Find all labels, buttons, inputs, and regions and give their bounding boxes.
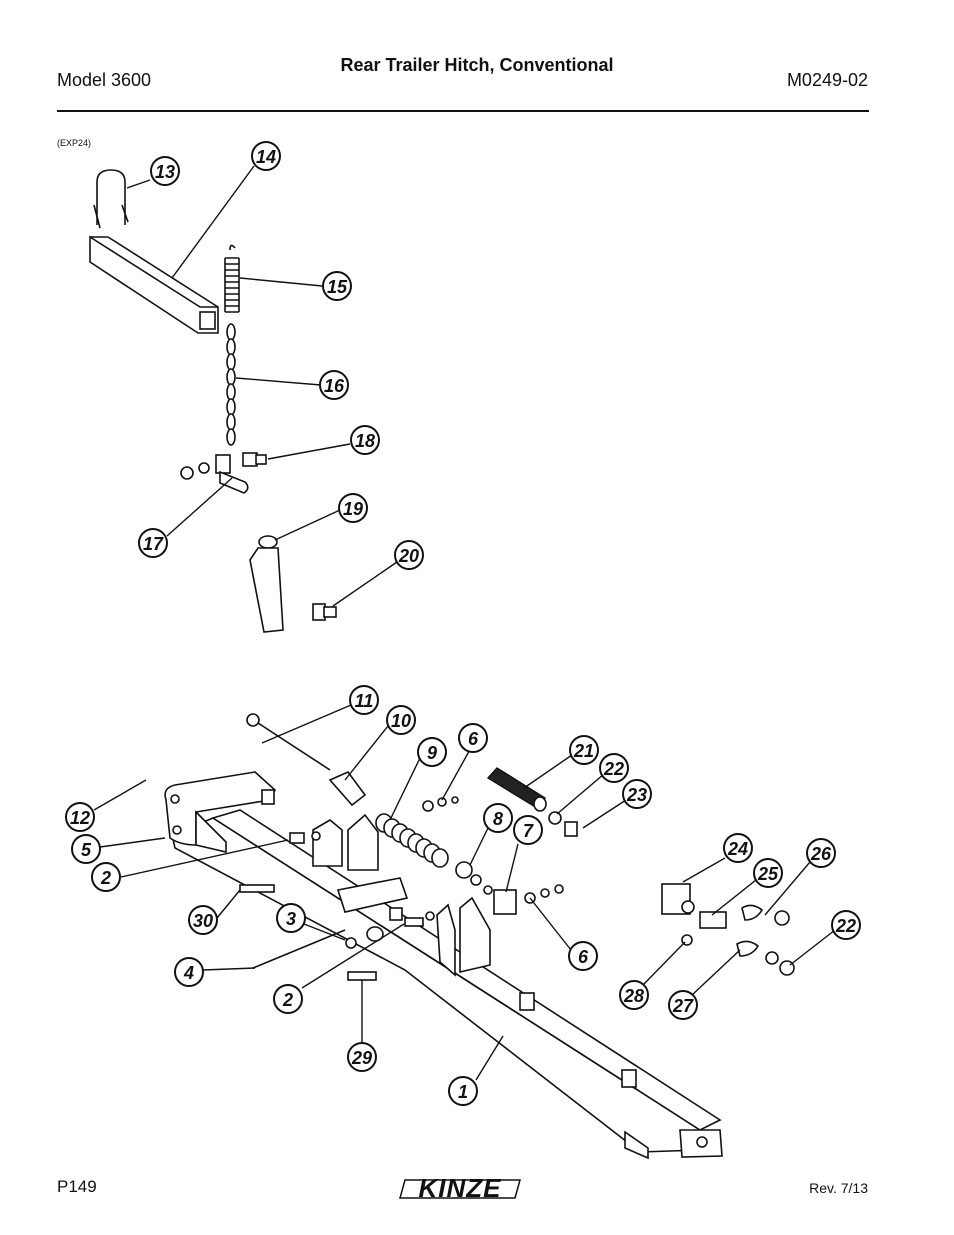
callout-label: 21	[573, 741, 594, 761]
callout-label: 22	[835, 916, 856, 936]
callout-24: 24	[723, 833, 753, 863]
jack-arm-part	[249, 535, 284, 633]
callout-leaders	[93, 165, 836, 1081]
callout-label: 13	[155, 162, 175, 182]
callout-label: 9	[427, 743, 437, 763]
callout-label: 4	[183, 963, 194, 983]
chain-bracket-part	[180, 452, 267, 494]
callout-4: 4	[174, 957, 204, 987]
figure-id: (EXP24)	[57, 138, 92, 148]
callout-label: 27	[672, 996, 694, 1016]
callout-5: 5	[71, 834, 101, 864]
callout-2: 2	[91, 862, 121, 892]
callout-28: 28	[619, 980, 649, 1010]
header-rule	[57, 110, 869, 112]
long-pin-part	[246, 713, 331, 771]
callout-label: 30	[193, 911, 213, 931]
square-tube-part	[89, 235, 219, 334]
callout-label: 18	[355, 431, 375, 451]
callout-9: 9	[417, 737, 447, 767]
callout-6: 6	[568, 941, 598, 971]
u-bolt-part	[93, 169, 129, 229]
spring-part	[224, 244, 240, 313]
callout-label: 14	[256, 147, 276, 167]
page-title: Rear Trailer Hitch, Conventional	[340, 55, 614, 75]
callout-26: 26	[806, 838, 836, 868]
brand-logo: KINZE	[399, 1173, 521, 1203]
mount-plate-part	[164, 771, 276, 854]
callout-10: 10	[386, 705, 416, 735]
callout-label: 22	[603, 759, 624, 779]
callout-3: 3	[276, 903, 306, 933]
document-number: M0249-02	[786, 70, 868, 90]
callout-7: 7	[513, 815, 543, 845]
callout-label: 6	[468, 729, 479, 749]
callout-20: 20	[394, 540, 424, 570]
callout-14: 14	[251, 141, 281, 171]
hitch-bracket-parts	[312, 813, 491, 977]
callout-label: 29	[351, 1048, 372, 1068]
callout-27: 27	[668, 990, 698, 1020]
callout-label: 5	[81, 840, 92, 860]
callout-11: 11	[349, 685, 379, 715]
callout-label: 8	[493, 809, 503, 829]
callout-label: 28	[623, 986, 644, 1006]
callout-label: 23	[626, 785, 647, 805]
callout-label: 26	[810, 844, 832, 864]
callout-label: 7	[523, 821, 534, 841]
callout-30: 30	[188, 905, 218, 935]
brand-logo-text: KINZE	[419, 1173, 502, 1203]
callout-2: 2	[273, 984, 303, 1014]
model-label: Model 3600	[57, 70, 152, 90]
callout-label: 10	[391, 711, 411, 731]
callout-label: 19	[343, 499, 363, 519]
callout-label: 24	[727, 839, 748, 859]
hose-part	[486, 767, 547, 812]
callout-label: 11	[355, 691, 374, 711]
callout-6: 6	[458, 723, 488, 753]
callout-21: 21	[569, 735, 599, 765]
callout-18: 18	[350, 425, 380, 455]
callout-19: 19	[338, 493, 368, 523]
callout-label: 16	[324, 376, 345, 396]
spring-stack-part	[375, 813, 449, 868]
callout-label: 15	[327, 277, 348, 297]
callout-15: 15	[322, 271, 352, 301]
callout-25: 25	[753, 858, 783, 888]
callout-17: 17	[138, 528, 168, 558]
callout-29: 29	[347, 1042, 377, 1072]
valve-coupler-parts	[661, 883, 795, 976]
callout-label: 2	[100, 868, 111, 888]
callout-13: 13	[150, 156, 180, 186]
callout-label: 6	[578, 947, 589, 967]
callout-label: 25	[757, 864, 779, 884]
callout-16: 16	[319, 370, 349, 400]
bolt-20-part	[312, 603, 337, 621]
small-fitting-parts	[239, 796, 578, 981]
callout-label: 1	[458, 1082, 468, 1102]
callout-1: 1	[448, 1076, 478, 1106]
revision-label: Rev. 7/13	[809, 1180, 868, 1196]
callout-22: 22	[831, 910, 861, 940]
callout-label: 2	[282, 990, 293, 1010]
callout-12: 12	[65, 802, 95, 832]
coupler-part	[328, 771, 367, 807]
callout-label: 12	[70, 808, 90, 828]
callout-label: 20	[398, 546, 419, 566]
callout-22: 22	[599, 753, 629, 783]
callout-label: 17	[143, 534, 164, 554]
chain-part	[226, 323, 236, 446]
callout-label: 3	[286, 909, 296, 929]
page-number: P149	[57, 1177, 97, 1196]
callout-8: 8	[483, 803, 513, 833]
callout-23: 23	[622, 779, 652, 809]
